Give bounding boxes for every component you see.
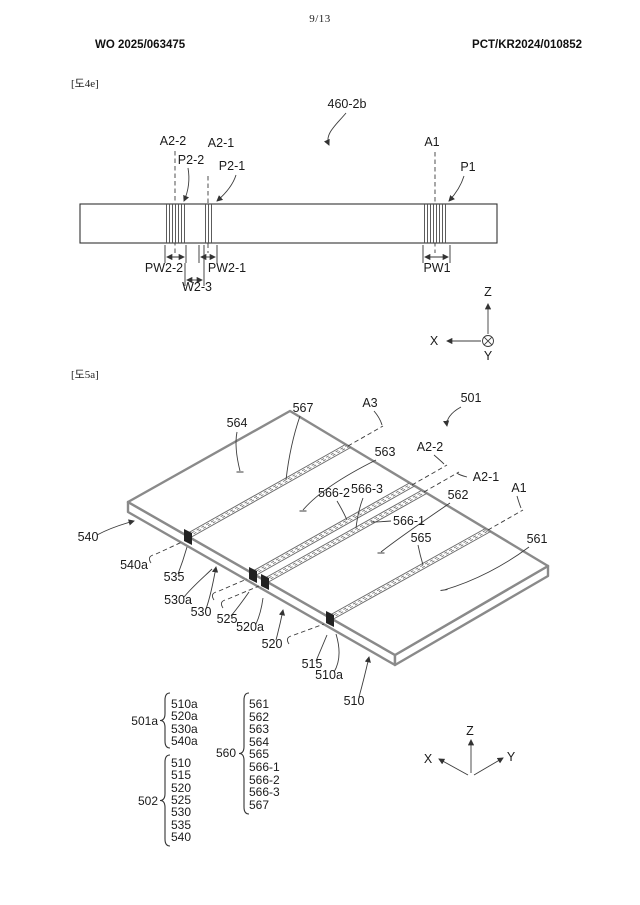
publication-number: WO 2025/063475	[95, 39, 186, 51]
group-502-item: 515	[171, 768, 191, 782]
fig4e-dim-pw1: PW1	[423, 261, 450, 275]
fig5a-label-a1: A1	[511, 481, 526, 495]
fig4e-leader-460-2b	[323, 112, 347, 146]
brace-501a	[159, 692, 171, 749]
fig5a-label-562: 562	[448, 488, 469, 502]
fig4e-label-a2-2: A2-2	[160, 134, 186, 148]
fold-axis-extensions	[347, 425, 524, 531]
fig5a-label-566-3: 566-3	[351, 482, 383, 496]
group-502-item: 525	[171, 793, 191, 807]
brace-502	[159, 754, 171, 847]
group-502-item: 540	[171, 830, 191, 844]
fig4e-dim-pw2-1: PW2-1	[208, 261, 246, 275]
fig5a-label-520a: 520a	[236, 620, 264, 634]
application-number: PCT/KR2024/010852	[472, 39, 582, 51]
fig5a-label-566-2: 566-2	[318, 486, 350, 500]
y-into-page-icon	[482, 335, 494, 347]
fig4e-axis-x: X	[430, 334, 439, 348]
group-560-item: 561	[249, 697, 269, 711]
fig5a-label-535: 535	[164, 570, 185, 584]
group-502-item: 530	[171, 805, 191, 819]
group-560-item: 566-3	[249, 785, 280, 799]
fig5a-label-525: 525	[217, 612, 238, 626]
fig4e-axis-z: Z	[484, 285, 492, 299]
fig5a-coordinate-axis: Z X Y	[424, 724, 516, 776]
group-502-item: 520	[171, 781, 191, 795]
group-560-item: 562	[249, 710, 269, 724]
group-560-item: 567	[249, 798, 269, 812]
group-501a-item: 530a	[171, 722, 198, 736]
fig5a-label-a2-2: A2-2	[417, 440, 443, 454]
fig5a-label-565: 565	[411, 531, 432, 545]
fig4e-label-460-2b: 460-2b	[328, 97, 367, 111]
fig5a-label-540a: 540a	[120, 558, 148, 572]
reference-groups: 501a 510a 520a 530a 540a 502 510 515 520…	[131, 692, 280, 847]
fig5a-label-563: 563	[375, 445, 396, 459]
fig5a-label-515: 515	[302, 657, 323, 671]
fig5a-label-540: 540	[78, 530, 99, 544]
group-560-label: 560	[216, 746, 236, 760]
fig5a-label-564: 564	[227, 416, 248, 430]
fig5a-label-561: 561	[527, 532, 548, 546]
fig4e-label-p2-1: P2-1	[219, 159, 245, 173]
group-560-item: 564	[249, 735, 269, 749]
group-501a-item: 510a	[171, 697, 198, 711]
figure-5a-tag: [도5a]	[71, 369, 99, 381]
fig4e-dim-w2-3: W2-3	[182, 280, 212, 294]
fig4e-axis-y: Y	[484, 349, 493, 363]
fig4e-label-a1: A1	[424, 135, 439, 149]
group-501a-label: 501a	[131, 714, 158, 728]
fig5a-label-a3: A3	[362, 396, 377, 410]
group-560-item: 565	[249, 747, 269, 761]
group-502-item: 510	[171, 756, 191, 770]
edge-blocks	[184, 529, 334, 627]
fig5a-label-530a: 530a	[164, 593, 192, 607]
group-501a-item: 520a	[171, 709, 198, 723]
figure-4e-drawing: 460-2b A2-2 A2-1 P2-2 P2-1 A1 P1	[79, 97, 498, 363]
fig5a-axis-z: Z	[466, 724, 474, 738]
figure-4e-tag: [도4e]	[71, 78, 99, 90]
cut-indicators	[148, 541, 325, 645]
fig5a-label-510: 510	[344, 694, 365, 708]
page-indicator: 9/13	[309, 13, 331, 25]
strip-band-1	[185, 444, 351, 538]
fig5a-label-510a: 510a	[315, 668, 343, 682]
group-560-item: 563	[249, 722, 269, 736]
fig4e-dimension-lines	[164, 245, 451, 286]
fig4e-label-p2-2: P2-2	[178, 153, 204, 167]
fig4e-p-leaders	[183, 167, 465, 202]
fig5a-label-a2-1: A2-1	[473, 470, 499, 484]
strip-band-2b	[262, 490, 427, 583]
fig5a-axis-y: Y	[507, 750, 516, 764]
fig4e-coordinate-axis: Z X Y	[430, 285, 494, 363]
group-560-item: 566-2	[249, 773, 280, 787]
fig4e-label-p1: P1	[460, 160, 475, 174]
strip-band-3	[327, 528, 491, 620]
panel-top-face	[126, 409, 550, 657]
fig5a-label-566-1: 566-1	[393, 514, 425, 528]
strip-band-2a	[250, 482, 415, 576]
group-501a-item: 540a	[171, 734, 198, 748]
brace-560	[238, 692, 250, 815]
fig4e-dim-pw2-2: PW2-2	[145, 261, 183, 275]
group-502-label: 502	[138, 794, 158, 808]
group-502-item: 535	[171, 818, 191, 832]
fig5a-leaders	[96, 406, 530, 698]
fig5a-label-520: 520	[262, 637, 283, 651]
figure-5a-drawing: 564 567 A3 501 563 A2-2 A2-1 A1 566-2 56…	[78, 391, 550, 847]
fig5a-label-530: 530	[191, 605, 212, 619]
panel-strip-bands	[185, 444, 491, 620]
fig4e-label-a2-1: A2-1	[208, 136, 234, 150]
fig5a-label-567: 567	[293, 401, 314, 415]
fig5a-label-501: 501	[461, 391, 482, 405]
fig5a-axis-x: X	[424, 752, 433, 766]
fig4e-hatch-regions	[166, 204, 448, 243]
group-560-item: 566-1	[249, 760, 280, 774]
